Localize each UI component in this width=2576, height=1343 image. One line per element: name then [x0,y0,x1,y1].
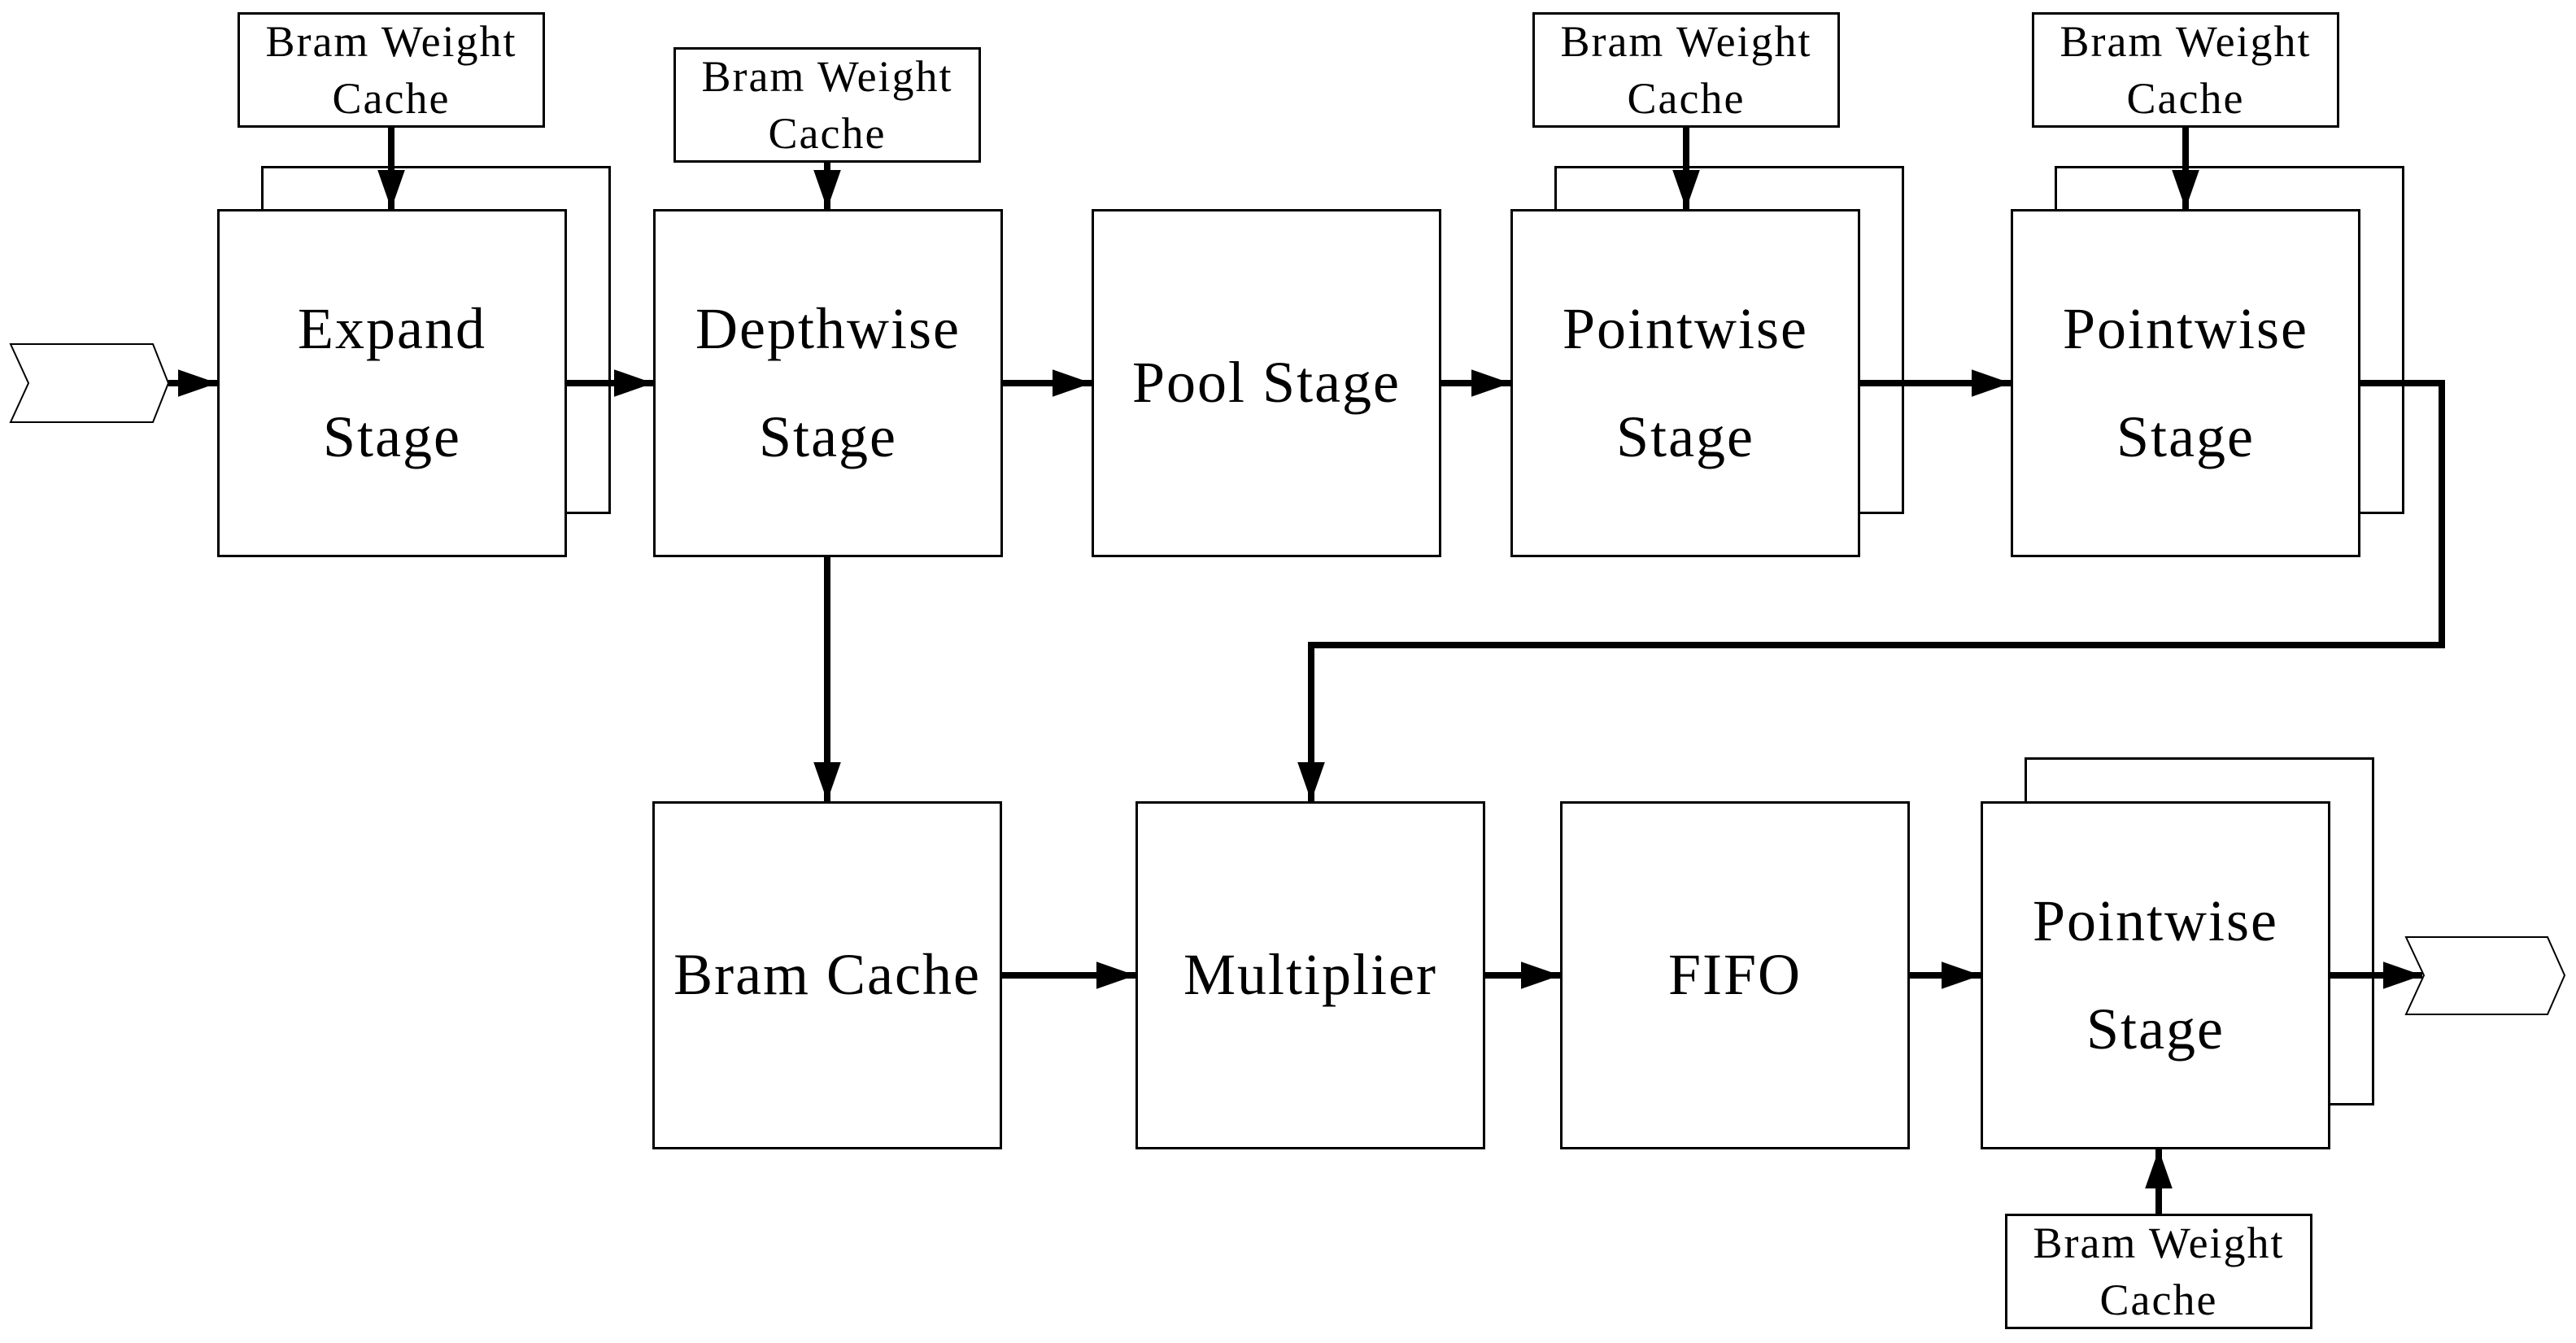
stage-label-pointwise-1: Pointwise Stage [1562,295,1809,469]
stage-label-depthwise: Depthwise Stage [695,295,961,469]
stage-box-pool: Pool Stage [1092,209,1441,557]
weight-cache-box-3: Bram Weight Cache [1532,12,1840,128]
output-connector-icon [2404,936,2566,1015]
weight-cache-label-2: Bram Weight Cache [701,51,953,158]
stage-label-multiplier: Multiplier [1183,942,1437,1008]
stage-box-pointwise-2: Pointwise Stage [2011,209,2360,557]
weight-cache-label-3: Bram Weight Cache [1560,16,1812,123]
weight-cache-label-4: Bram Weight Cache [2059,16,2312,123]
stage-box-bram-cache: Bram Cache [652,801,1002,1149]
stage-box-pointwise-bottom: Pointwise Stage [1981,801,2330,1149]
weight-cache-label-1: Bram Weight Cache [265,16,517,123]
stage-label-pointwise-2: Pointwise Stage [2062,295,2309,469]
stage-label-fifo: FIFO [1667,942,1802,1008]
weight-cache-box-2: Bram Weight Cache [673,47,981,163]
weight-cache-box-4: Bram Weight Cache [2032,12,2339,128]
stage-box-pointwise-1: Pointwise Stage [1510,209,1860,557]
stage-box-multiplier: Multiplier [1135,801,1485,1149]
stage-label-expand: Expand Stage [298,295,486,469]
stage-label-pointwise-bottom: Pointwise Stage [2032,887,2279,1062]
input-connector-icon [9,343,170,423]
weight-cache-box-1: Bram Weight Cache [238,12,545,128]
stage-box-fifo: FIFO [1560,801,1910,1149]
weight-cache-label-5: Bram Weight Cache [2033,1218,2285,1324]
stage-label-bram-cache: Bram Cache [673,942,981,1008]
weight-cache-box-5: Bram Weight Cache [2005,1214,2312,1329]
stage-label-pool: Pool Stage [1131,350,1401,416]
stage-box-expand: Expand Stage [217,209,567,557]
stage-box-depthwise: Depthwise Stage [653,209,1003,557]
